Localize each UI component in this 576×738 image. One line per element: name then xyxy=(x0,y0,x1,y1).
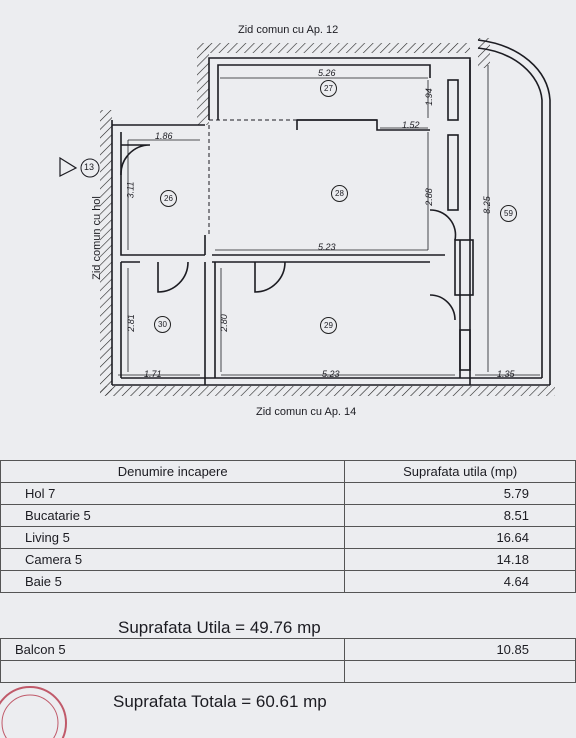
room-name: Living 5 xyxy=(0,526,346,549)
window-bottom xyxy=(459,329,471,371)
balcony-wall-hatch xyxy=(478,38,490,68)
bottom-wall-label: Zid comun cu Ap. 14 xyxy=(256,406,357,418)
table-row: Balcon 5 10.85 xyxy=(0,638,576,661)
table-row: Baie 5 4.64 xyxy=(0,570,576,593)
door-hall xyxy=(120,144,151,176)
dimension-label: 1.52 xyxy=(402,120,420,130)
door-bath xyxy=(157,261,189,293)
door-balcony-1 xyxy=(429,209,457,241)
room-number: 30 xyxy=(154,316,171,333)
entrance-number: 13 xyxy=(84,162,95,172)
balcony-name: Balcon 5 xyxy=(0,638,346,661)
top-wall-hatch xyxy=(205,43,470,53)
floor-plan: Zid comun cu Ap. 12 Zid comun cu Ap. 14 … xyxy=(59,24,555,418)
dimension-label: 5.26 xyxy=(318,68,336,78)
balcony-curve xyxy=(477,39,551,385)
dimension-label: 1.35 xyxy=(497,369,515,379)
room-area: 5.79 xyxy=(344,482,576,505)
room-27-wall xyxy=(217,64,431,120)
room-number: 59 xyxy=(500,205,517,222)
dimension-label: 1.94 xyxy=(423,88,434,106)
door-room29 xyxy=(254,261,286,293)
room-area: 8.51 xyxy=(344,504,576,527)
dimension-label: 1.86 xyxy=(155,131,173,141)
room-area: 16.64 xyxy=(344,526,576,549)
left-wall-label: Zid comun cu hol xyxy=(91,196,103,280)
balcony-curve-inner xyxy=(477,47,543,378)
entrance-circle-icon xyxy=(80,158,100,178)
dimension-label: 2.88 xyxy=(423,188,434,206)
door-balcony-2 xyxy=(429,294,456,321)
doorframe-1 xyxy=(454,239,474,296)
room-number: 29 xyxy=(320,317,337,334)
bottom-wall-hatch xyxy=(100,386,555,396)
left-wall-hatch xyxy=(100,110,112,395)
dimension-label: 1.71 xyxy=(144,369,162,379)
room-name: Baie 5 xyxy=(0,570,346,593)
table-row: Living 5 16.64 xyxy=(0,526,576,549)
balcony-area: 10.85 xyxy=(344,638,576,661)
table-row xyxy=(0,660,576,683)
dimension-label: 5.23 xyxy=(318,242,336,252)
column-header-area: Suprafata utila (mp) xyxy=(344,460,576,483)
table-header-row: Denumire incapere Suprafata utila (mp) xyxy=(0,460,576,483)
top-wall-label: Zid comun cu Ap. 12 xyxy=(238,24,339,36)
upper-left-wall-hatch xyxy=(197,43,209,125)
dimension-label: 2.81 xyxy=(125,314,136,332)
room-name: Camera 5 xyxy=(0,548,346,571)
living-notch xyxy=(296,119,430,131)
room-name: Bucatarie 5 xyxy=(0,504,346,527)
total-area: Suprafata Totala = 60.61 mp xyxy=(113,692,327,711)
floor-plan-drawing xyxy=(59,38,555,396)
column-header-room: Denumire incapere xyxy=(0,460,346,483)
table-row: Camera 5 14.18 xyxy=(0,548,576,571)
room-number: 28 xyxy=(331,185,348,202)
window-mid xyxy=(447,134,459,211)
dimension-label: 8.25 xyxy=(481,196,492,214)
window-top xyxy=(447,79,459,121)
room-name: Hol 7 xyxy=(0,482,346,505)
room-number: 26 xyxy=(160,190,177,207)
room-area: 4.64 xyxy=(344,570,576,593)
room-area: 14.18 xyxy=(344,548,576,571)
stamp-icon xyxy=(0,686,67,738)
dimension-label: 3.11 xyxy=(125,181,136,199)
usable-area-total: Suprafata Utila = 49.76 mp xyxy=(118,618,321,637)
table-row: Bucatarie 5 8.51 xyxy=(0,504,576,527)
dimension-label: 2.80 xyxy=(218,314,229,332)
room-number: 27 xyxy=(320,80,337,97)
entrance-triangle-icon xyxy=(59,156,78,177)
dimension-label: 5.23 xyxy=(322,369,340,379)
balcony-table: Balcon 5 10.85 xyxy=(0,638,576,683)
table-row: Hol 7 5.79 xyxy=(0,482,576,505)
surfaces-table: Denumire incapere Suprafata utila (mp) H… xyxy=(0,460,576,593)
